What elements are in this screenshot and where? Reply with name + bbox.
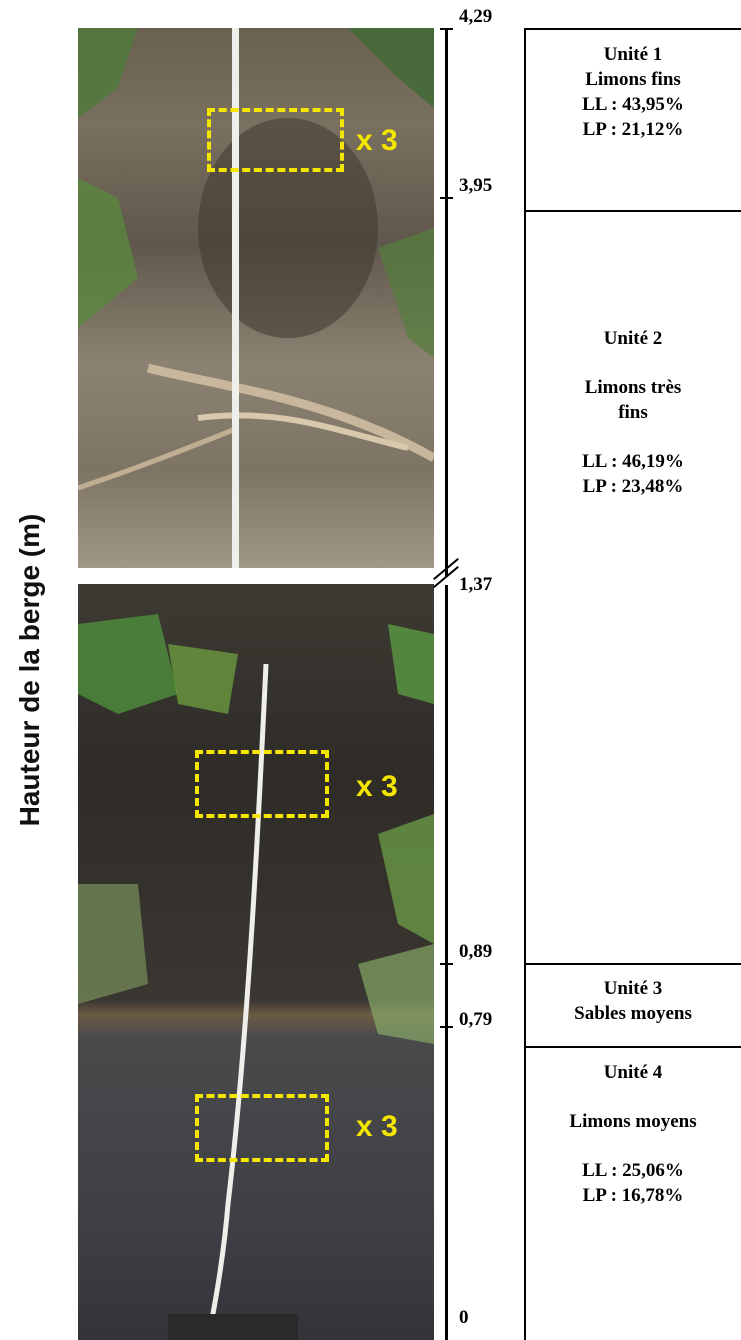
unit-2-name: Unité 2	[603, 328, 663, 349]
soil-profile-photo-lower: x 3 x 3	[78, 584, 434, 1340]
unit-2-lp: LP : 23,48%	[582, 476, 684, 497]
y-axis-title: Hauteur de la berge (m)	[14, 513, 45, 827]
unit-4-name: Unité 4	[603, 1062, 663, 1083]
tick-label-3-95: 3,95	[459, 175, 493, 196]
unit-3-cell: Unité 3 Sables moyens	[526, 976, 740, 1026]
unit-1-ll: LL : 43,95%	[582, 94, 684, 115]
unit-separator	[526, 210, 741, 212]
unit-3-material: Sables moyens	[574, 1003, 692, 1024]
unit-2-material-line2: fins	[618, 402, 648, 423]
tick-3-95	[440, 197, 453, 199]
soil-profile-photo-upper: x 3	[78, 28, 434, 568]
sample-box-unit-2	[195, 750, 329, 818]
sample-count-label: x 3	[356, 1110, 398, 1143]
unit-4-lp: LP : 16,78%	[582, 1185, 684, 1206]
unit-3-name: Unité 3	[603, 978, 663, 999]
upper-photo-texture	[78, 28, 434, 568]
unit-2-cell: Unité 2 Limons très fins LL : 46,19% LP …	[526, 326, 740, 499]
unit-2-ll: LL : 46,19%	[582, 451, 684, 472]
unit-separator	[526, 963, 741, 965]
tick-label-0-89: 0,89	[459, 941, 493, 962]
unit-1-cell: Unité 1 Limons fins LL : 43,95% LP : 21,…	[526, 42, 740, 142]
unit-1-lp: LP : 21,12%	[582, 119, 684, 140]
unit-description-column: Unité 1 Limons fins LL : 43,95% LP : 21,…	[524, 28, 741, 1340]
unit-2-material-line1: Limons très	[584, 377, 682, 398]
tick-label-1-37: 1,37	[459, 574, 493, 595]
tick-0-89	[440, 963, 453, 965]
unit-4-material: Limons moyens	[569, 1111, 697, 1132]
sample-box-unit-1	[207, 108, 344, 172]
unit-1-material: Limons fins	[585, 69, 681, 90]
unit-1-name: Unité 1	[603, 44, 663, 65]
lower-photo-texture	[78, 614, 434, 1340]
height-axis-line	[445, 28, 448, 577]
sample-count-label: x 3	[356, 124, 398, 157]
unit-4-ll: LL : 25,06%	[582, 1160, 684, 1181]
tick-label-4-29: 4,29	[459, 6, 493, 27]
tick-4-29	[440, 28, 453, 30]
unit-4-cell: Unité 4 Limons moyens LL : 25,06% LP : 1…	[526, 1060, 740, 1208]
tick-label-0: 0	[459, 1307, 469, 1328]
tick-0-79	[440, 1026, 453, 1028]
sample-box-unit-4	[195, 1094, 329, 1162]
height-axis-line-lower	[445, 585, 448, 1340]
tick-label-0-79: 0,79	[459, 1009, 493, 1030]
sample-count-label: x 3	[356, 770, 398, 803]
unit-separator	[526, 28, 741, 30]
unit-separator	[526, 1046, 741, 1048]
